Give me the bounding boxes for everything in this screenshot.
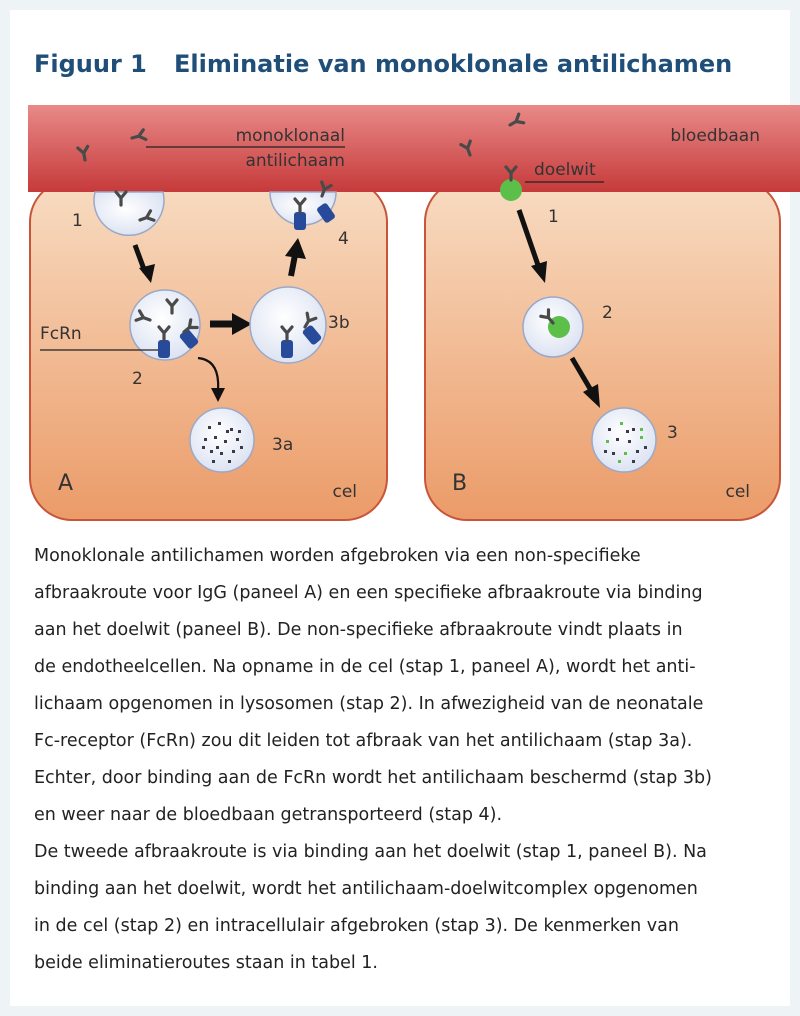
step-a2-label: 2 <box>132 369 143 389</box>
step-a3a-label: 3a <box>272 435 293 455</box>
figure-title: Eliminatie van monoklonale antilichamen <box>174 50 733 78</box>
caption-line: De tweede afbraakroute is via binding aa… <box>34 842 707 862</box>
fcrn-receptor <box>302 325 322 345</box>
vesicle-step-3a <box>189 407 255 473</box>
vesicle-step-3b <box>249 286 327 364</box>
caption-line: in de cel (stap 2) en intracellulair afg… <box>34 916 679 936</box>
figure-heading: Figuur 1 Eliminatie van monoklonale antil… <box>34 50 732 78</box>
bloodstream-band <box>28 105 800 192</box>
step-a4-label: 4 <box>338 229 349 249</box>
cell-b <box>424 179 781 521</box>
diagram-svg: monoklonaal antilichaam bloedbaan doelwi… <box>28 105 800 521</box>
panel-a-label: A <box>58 471 73 496</box>
arrow-step-b1-to-b2 <box>516 209 547 283</box>
label-target: doelwit <box>534 160 596 180</box>
fcrn-receptor <box>317 203 335 223</box>
target-on-surface <box>500 179 522 201</box>
step-b1-label: 1 <box>548 207 559 227</box>
fcrn-receptor <box>294 212 306 230</box>
label-cell-b: cel <box>725 482 750 502</box>
fcrn-receptor <box>281 340 293 358</box>
label-cell-a: cel <box>332 482 357 502</box>
caption-paragraph-1: Monoklonale antilichamen worden afgebrok… <box>34 538 774 834</box>
label-monoclonal-line2: antilichaam <box>245 151 345 171</box>
label-monoclonal-line1: monoklonaal <box>236 126 345 146</box>
arrow-step-1-to-2 <box>132 244 155 283</box>
label-fcrn: FcRn <box>40 324 82 344</box>
step-a1-label: 1 <box>72 211 83 231</box>
caption-line: Fc-receptor (FcRn) zou dit leiden tot af… <box>34 731 693 751</box>
vesicle-step-1 <box>93 191 165 237</box>
label-bloodstream: bloedbaan <box>670 126 760 146</box>
figure-label: Figuur 1 <box>34 50 147 78</box>
arrow-step-2-to-3a <box>197 356 225 402</box>
caption-paragraph-2: De tweede afbraakroute is via binding aa… <box>34 834 774 982</box>
fcrn-receptor <box>179 329 199 349</box>
caption-line: beide eliminatieroutes staan in tabel 1. <box>34 953 378 973</box>
fcrn-receptor <box>158 340 170 358</box>
step-a3b-label: 3b <box>328 313 350 333</box>
step-b3-label: 3 <box>667 423 678 443</box>
figure-caption: Monoklonale antilichamen worden afgebrok… <box>34 538 774 982</box>
arrow-step-2-to-3b <box>210 313 252 335</box>
arrow-step-b2-to-b3 <box>569 356 600 408</box>
panel-b-label: B <box>452 471 467 496</box>
caption-line: binding aan het doelwit, wordt het antil… <box>34 879 698 899</box>
arrow-step-3b-to-4 <box>285 238 306 277</box>
caption-line: lichaam opgenomen in lysosomen (stap 2).… <box>34 694 704 714</box>
caption-line: aan het doelwit (paneel B). De non-speci… <box>34 620 683 640</box>
vesicle-step-b3 <box>591 407 657 473</box>
degradation-fragments <box>202 422 243 463</box>
caption-line: de endotheelcellen. Na opname in de cel … <box>34 657 696 677</box>
elimination-diagram: monoklonaal antilichaam bloedbaan doelwi… <box>0 100 800 530</box>
caption-line: Echter, door binding aan de FcRn wordt h… <box>34 768 712 788</box>
degradation-fragments <box>604 422 647 463</box>
caption-line: Monoklonale antilichamen worden afgebrok… <box>34 546 641 566</box>
caption-line: afbraakroute voor IgG (paneel A) en een … <box>34 583 703 603</box>
vesicle-step-2 <box>129 289 201 361</box>
caption-line: en weer naar de bloedbaan getransporteer… <box>34 805 503 825</box>
step-b2-label: 2 <box>602 303 613 323</box>
